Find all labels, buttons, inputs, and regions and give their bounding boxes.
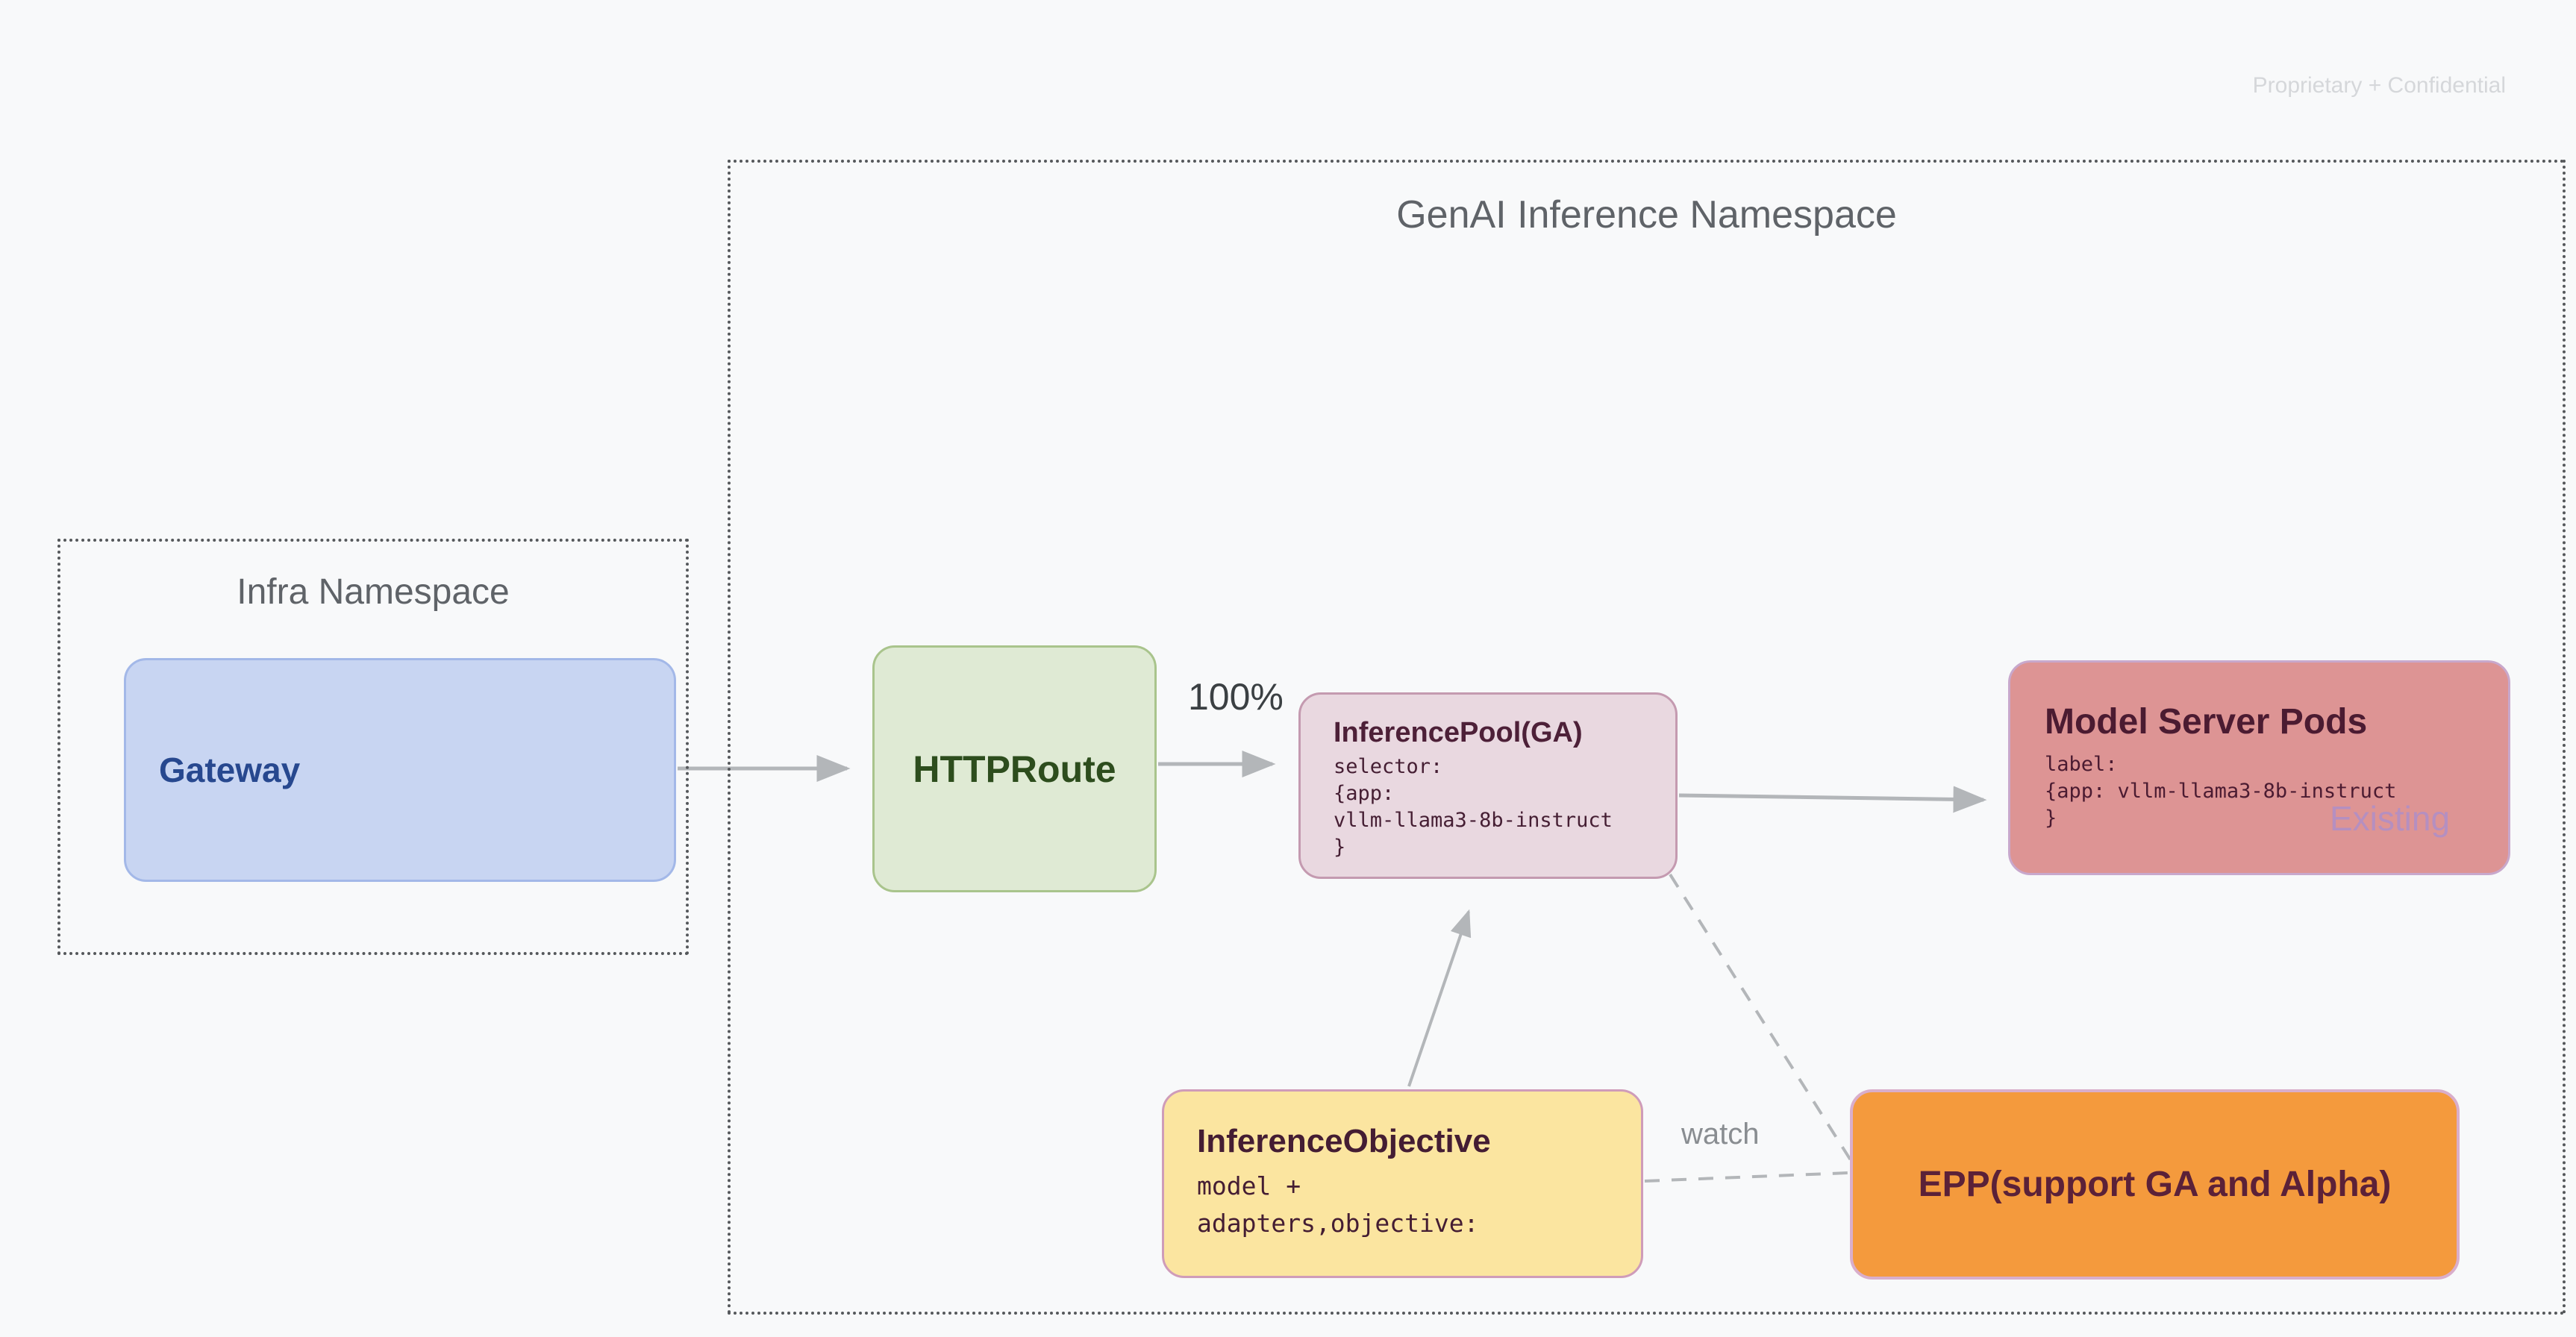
model-server-pods-label-line: } <box>2045 807 2057 830</box>
gateway-label: Gateway <box>159 751 301 789</box>
inference-pool-selector-line: } <box>1334 836 1346 859</box>
httproute-node[interactable]: HTTPRoute <box>872 645 1157 892</box>
watch-label: watch <box>1681 1118 1760 1150</box>
gateway-node[interactable]: Gateway <box>124 658 676 882</box>
epp-node[interactable]: EPP(support GA and Alpha) <box>1850 1089 2460 1280</box>
inference-objective-title: InferenceObjective <box>1197 1123 1491 1159</box>
model-server-pods-label-line: {app: vllm-llama3-8b-instruct <box>2045 780 2397 803</box>
existing-status-text: Existing <box>2330 799 2451 838</box>
inference-objective-node[interactable]: InferenceObjective model + adapters,obje… <box>1162 1089 1643 1278</box>
inference-pool-selector-line: vllm-llama3-8b-instruct <box>1334 809 1613 832</box>
infra-namespace-box[interactable]: Infra Namespace <box>57 539 689 955</box>
inference-pool-selector-line: selector: <box>1334 755 1443 778</box>
confidentiality-watermark: Proprietary + Confidential <box>2252 73 2506 98</box>
epp-label: EPP(support GA and Alpha) <box>1918 1165 2392 1204</box>
inference-pool-selector-line: {app: <box>1334 782 1395 805</box>
genai-inference-namespace-box[interactable]: GenAI Inference Namespace <box>728 160 2566 1315</box>
inference-pool-title: InferencePool(GA) <box>1334 717 1583 748</box>
model-server-pods-label-line: label: <box>2045 753 2118 776</box>
inference-pool-node[interactable]: InferencePool(GA) selector: {app: vllm-l… <box>1298 692 1678 879</box>
genai-inference-namespace-title: GenAI Inference Namespace <box>1396 193 1897 237</box>
infra-namespace-title: Infra Namespace <box>237 572 510 612</box>
traffic-split-label: 100% <box>1188 676 1284 718</box>
inference-objective-body-line: adapters,objective: <box>1197 1209 1479 1238</box>
model-server-pods-node[interactable]: Model Server Pods label: {app: vllm-llam… <box>2008 660 2510 875</box>
model-server-pods-title: Model Server Pods <box>2045 702 2368 742</box>
httproute-label: HTTPRoute <box>913 748 1116 790</box>
inference-objective-body-line: model + <box>1197 1171 1301 1200</box>
